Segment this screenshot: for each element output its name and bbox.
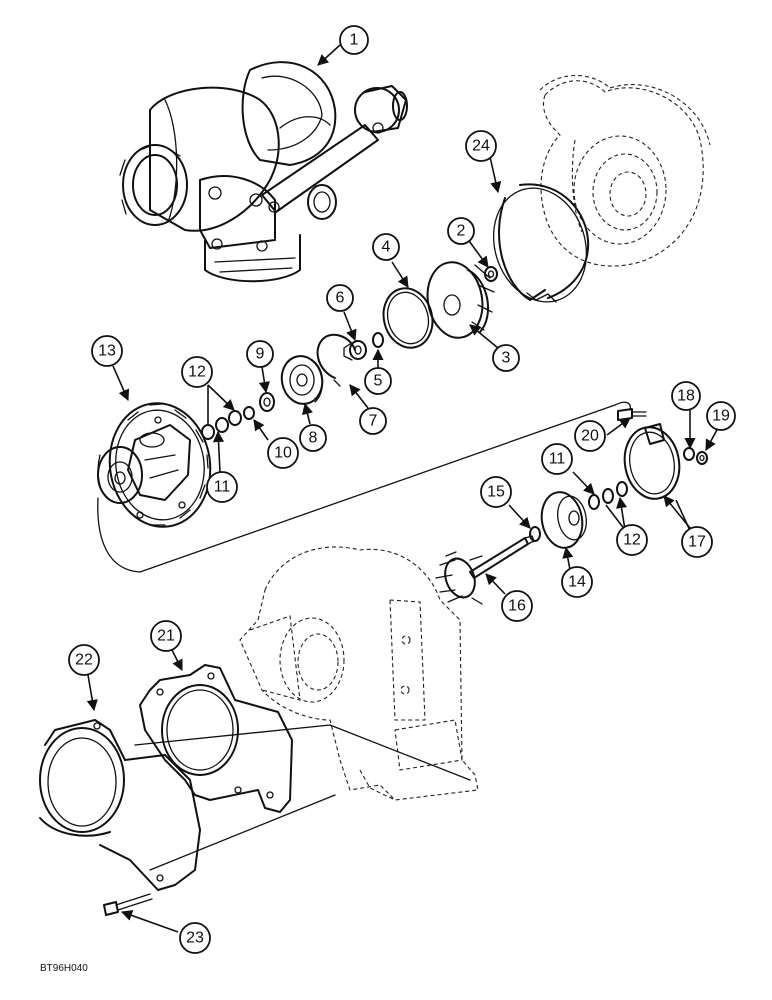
svg-text:10: 10 (274, 445, 292, 462)
svg-text:18: 18 (677, 388, 695, 405)
callout-4: 4 (372, 233, 400, 261)
part-18-washer (683, 447, 695, 461)
callout-18: 18 (671, 381, 701, 411)
svg-text:12: 12 (623, 532, 641, 549)
callout-6: 6 (326, 284, 354, 312)
assembly-envelope-line (97, 401, 631, 573)
callout-17: 17 (681, 526, 713, 558)
part-14-heat-shield (540, 491, 587, 549)
callout-15: 15 (480, 476, 512, 508)
callout-24: 24 (465, 130, 497, 162)
svg-text:5: 5 (374, 373, 383, 390)
svg-text:11: 11 (214, 479, 231, 496)
svg-text:1: 1 (350, 32, 359, 49)
callout-3: 3 (492, 344, 520, 372)
callout-10: 10 (267, 437, 299, 469)
svg-text:16: 16 (508, 598, 526, 615)
turbine-housing-dashed (239, 546, 479, 801)
part-7-snap-ring (316, 333, 356, 387)
turbocharger-assembly (119, 61, 408, 283)
compressor-housing-dashed (539, 74, 711, 267)
callout-13: 13 (91, 335, 123, 367)
part-16-shaft-turbine-wheel (435, 535, 535, 605)
svg-text:19: 19 (712, 408, 730, 425)
callout-1: 1 (339, 25, 369, 55)
part-5-seal-ring (372, 332, 384, 348)
svg-text:6: 6 (336, 290, 345, 307)
svg-text:3: 3 (502, 350, 511, 367)
svg-text:21: 21 (157, 628, 175, 645)
callout-9: 9 (246, 340, 274, 368)
callout-23: 23 (179, 922, 211, 954)
callout-12-right: 12 (616, 524, 648, 556)
part-23-bolt (103, 893, 153, 916)
callout-22: 22 (68, 644, 100, 676)
callout-11-left: 11 (206, 471, 238, 503)
svg-text:22: 22 (75, 652, 93, 669)
svg-text:14: 14 (568, 574, 586, 591)
svg-text:12: 12 (188, 364, 206, 381)
svg-text:24: 24 (472, 138, 490, 155)
callout-16: 16 (501, 590, 533, 622)
svg-text:15: 15 (487, 484, 505, 501)
callout-19: 19 (706, 401, 736, 431)
part-15-piston-ring (529, 526, 541, 542)
callout-5: 5 (364, 367, 392, 395)
part-19-nut (696, 451, 708, 465)
figure-code: BT96H040 (40, 963, 88, 974)
svg-text:7: 7 (369, 413, 378, 430)
part-2-nut (484, 266, 498, 282)
part-13-center-housing (97, 402, 212, 528)
callout-8: 8 (299, 424, 327, 452)
part-21-gasket (139, 664, 293, 813)
part-22-exhaust-elbow (39, 719, 471, 891)
svg-text:23: 23 (186, 930, 204, 947)
svg-text:17: 17 (688, 534, 706, 551)
callout-12-left: 12 (181, 356, 213, 388)
part-24-retaining-ring (492, 183, 590, 303)
svg-text:13: 13 (98, 343, 116, 360)
parts-10-11-12-rings-left (201, 406, 255, 440)
callout-7: 7 (359, 407, 387, 435)
callout-21: 21 (150, 620, 182, 652)
part-9-thrust-collar (259, 392, 275, 412)
callout-2: 2 (447, 217, 475, 245)
svg-text:4: 4 (382, 239, 391, 256)
callout-14: 14 (561, 566, 593, 598)
part-4-o-ring (382, 287, 434, 349)
part-3-compressor-wheel (426, 261, 495, 339)
part-17-v-band-clamp (623, 423, 681, 500)
svg-text:8: 8 (309, 430, 318, 447)
svg-text:11: 11 (549, 451, 566, 468)
callout-11-right: 11 (541, 443, 573, 475)
svg-text:9: 9 (256, 346, 265, 363)
callout-20: 20 (574, 420, 606, 452)
part-20-bolt (617, 408, 647, 421)
svg-text:20: 20 (581, 428, 599, 445)
svg-text:2: 2 (457, 223, 466, 240)
